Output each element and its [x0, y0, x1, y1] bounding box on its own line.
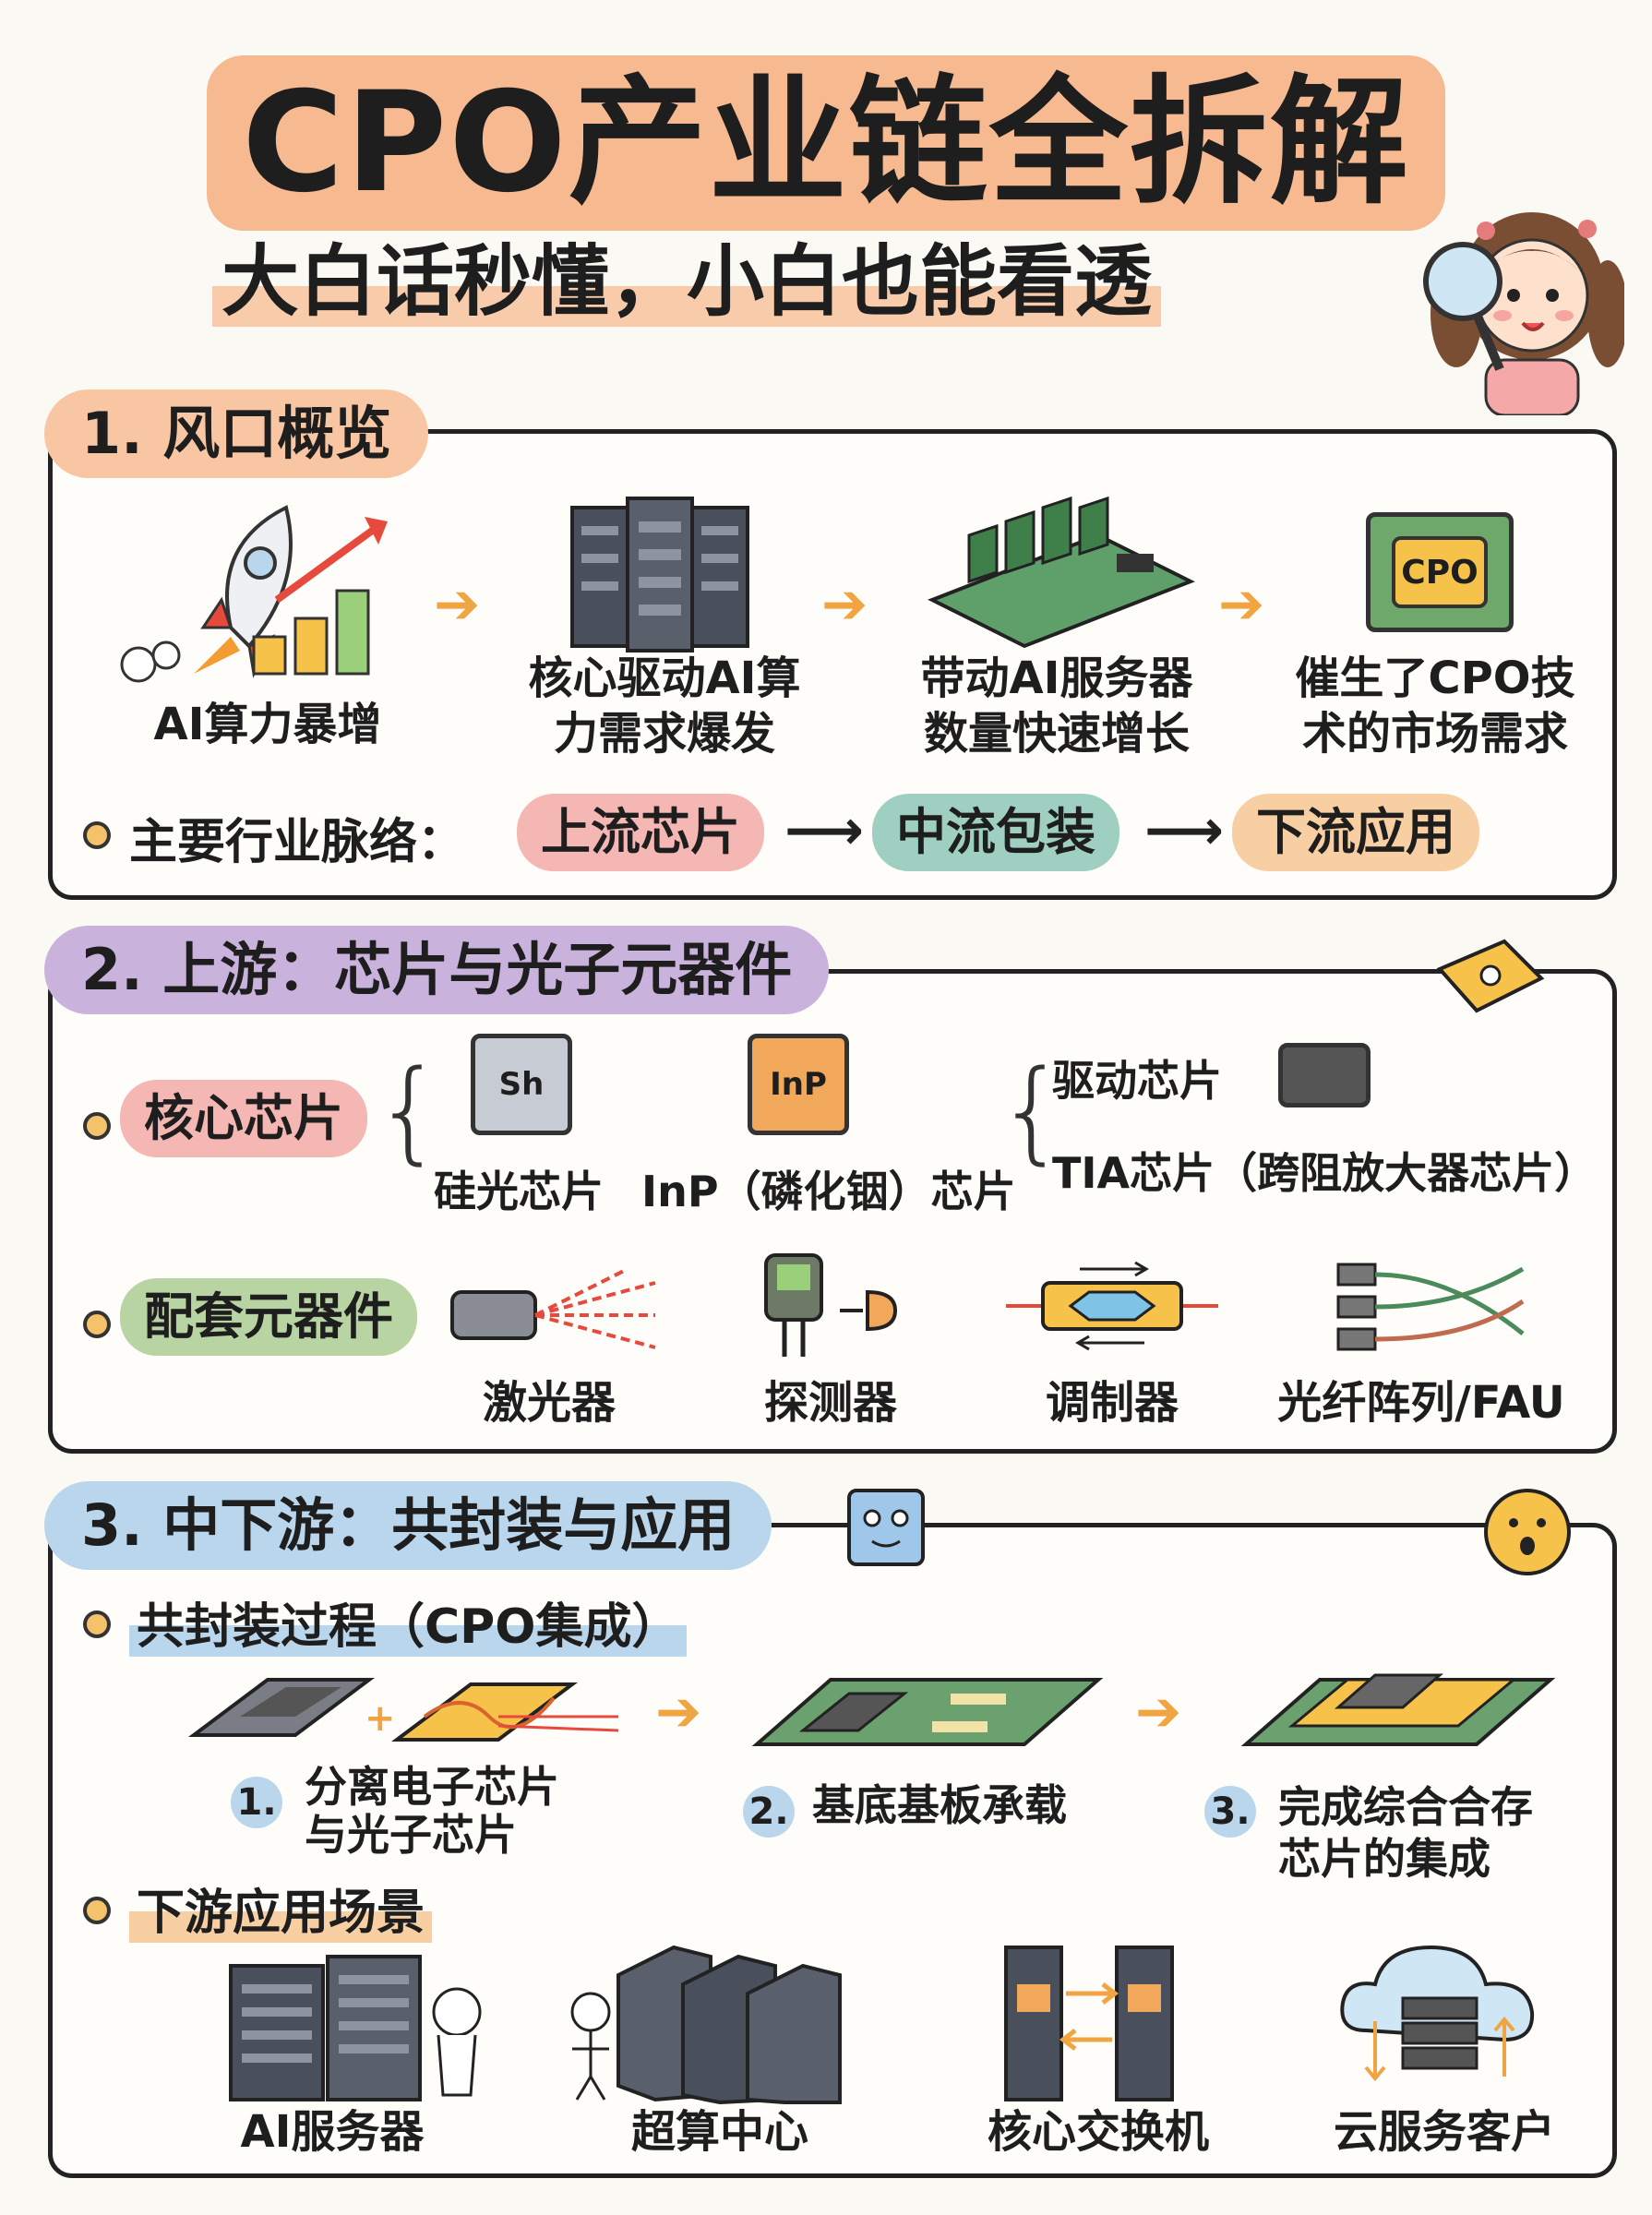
fiber-array-icon	[1336, 1263, 1525, 1351]
step-text: 核心驱动AI算	[528, 653, 801, 704]
step-label: 催生了CPO技 术的市场需求	[1278, 651, 1592, 761]
support-item-label: 调制器	[1045, 1377, 1179, 1429]
step-text: 催生了CPO技	[1295, 653, 1575, 704]
support-item-label: 光纤阵列/FAU	[1277, 1377, 1565, 1429]
step-label: 核心驱动AI算 力需求爆发	[503, 651, 826, 761]
svg-text:+: +	[365, 1697, 396, 1740]
bullet-dot-icon	[83, 1610, 111, 1638]
supercomputer-icon	[570, 1945, 842, 2104]
support-label: 配套元器件	[120, 1278, 417, 1356]
cpo-chip-icon: CPO	[1366, 512, 1514, 632]
arrow-right-icon: ➔	[655, 1680, 702, 1744]
process-label: 共封装过程（CPO集成）	[129, 1587, 688, 1657]
detector-icon	[764, 1253, 898, 1357]
arrow-right-icon: ➔	[1135, 1680, 1182, 1744]
bullet-dot-icon	[83, 1897, 111, 1924]
surprised-face-icon	[1484, 1489, 1571, 1575]
modulator-icon	[1006, 1261, 1218, 1351]
side-item-label: TIA芯片（跨阻放大器芯片）	[1052, 1148, 1598, 1198]
step-text: 数量快速增长	[923, 708, 1190, 760]
arrow-right-icon: ⟶	[784, 798, 865, 863]
process-step-line: 芯片的集成	[1278, 1834, 1490, 1884]
app-label: 超算中心	[630, 2106, 808, 2158]
chip-mascot-icon	[847, 1489, 925, 1566]
arrow-right-icon: ➔	[821, 572, 868, 637]
side-item-label: 驱动芯片	[1052, 1056, 1222, 1106]
section3-title: 3. 中下游：共封装与应用	[44, 1481, 772, 1570]
page-title: CPO产业链全拆解	[207, 55, 1445, 231]
process-step-text: 分离电子芯片 与光子芯片	[305, 1763, 559, 1859]
substrate-icon	[751, 1678, 1104, 1746]
chain-midstream: 中流包装	[872, 794, 1119, 871]
section2-title: 2. 上游：芯片与光子元器件	[44, 926, 830, 1014]
step-number-badge: 3.	[1204, 1786, 1256, 1838]
chain-label: 主要行业脉络：	[129, 815, 466, 870]
apps-label: 下游应用场景	[129, 1874, 433, 1943]
driver-chip-icon	[1278, 1043, 1371, 1108]
app-label: 核心交换机	[987, 2106, 1209, 2158]
step-text: 力需求爆发	[553, 708, 775, 760]
laser-icon	[450, 1267, 656, 1349]
bullet-dot-icon	[83, 1112, 111, 1140]
page-title-wrap: CPO产业链全拆解	[0, 55, 1652, 231]
inp-chip-icon: InP	[748, 1034, 849, 1135]
app-label: AI服务器	[240, 2106, 425, 2158]
core-chip-label: 核心芯片	[120, 1080, 367, 1157]
app-label: 云服务客户	[1333, 2106, 1555, 2158]
separate-chips-icon: +	[188, 1678, 619, 1742]
step-label: AI算力暴增	[120, 697, 415, 752]
cpo-chip-label: CPO	[1392, 536, 1488, 608]
section1-title: 1. 风口概览	[44, 389, 429, 478]
process-step-line: 分离电子芯片	[305, 1762, 559, 1812]
process-step-text: 完成综合合存 芯片的集成	[1278, 1781, 1533, 1885]
server-rack-icon	[570, 497, 749, 653]
optical-module-icon	[1436, 939, 1545, 1013]
integrated-cpo-icon	[1240, 1673, 1556, 1746]
page-subtitle: 大白话秒懂，小白也能看透	[212, 231, 1162, 332]
girl-magnifier-icon	[1423, 212, 1624, 415]
chain-downstream: 下流应用	[1232, 794, 1479, 871]
step-text: 带动AI服务器	[920, 653, 1193, 704]
process-step-line: 完成综合合存	[1278, 1782, 1533, 1832]
arrow-right-icon: ➔	[1218, 572, 1265, 637]
brace-icon: {	[997, 1048, 1068, 1176]
support-item-label: 激光器	[482, 1377, 616, 1429]
silicon-photonic-chip-icon: Sh	[471, 1034, 572, 1135]
core-item-label: InP（磷化铟）芯片	[641, 1167, 1016, 1216]
server-board-icon	[928, 496, 1195, 649]
step-text: 术的市场需求	[1301, 708, 1568, 760]
step-number-badge: 2.	[743, 1786, 795, 1838]
step-label: 带动AI服务器 数量快速增长	[900, 651, 1214, 761]
rocket-growth-icon	[120, 505, 388, 683]
core-item-label: 硅光芯片	[434, 1167, 604, 1216]
ai-server-icon	[229, 1955, 482, 2101]
chain-upstream: 上流芯片	[517, 794, 764, 871]
bullet-dot-icon	[83, 1311, 111, 1338]
step-number-badge: 1.	[231, 1777, 282, 1828]
subtitle-text: 大白话秒懂，小白也能看透	[212, 236, 1162, 327]
process-step-text: 基底基板承载	[812, 1780, 1067, 1830]
arrow-right-icon: ➔	[434, 572, 481, 637]
process-step-line: 与光子芯片	[305, 1810, 517, 1860]
step-text: AI算力暴增	[153, 699, 382, 750]
core-switch-icon	[1004, 1946, 1174, 2101]
arrow-right-icon: ⟶	[1144, 798, 1225, 863]
cloud-service-icon	[1340, 1945, 1535, 2082]
support-item-label: 探测器	[763, 1377, 897, 1429]
bullet-dot-icon	[83, 821, 111, 849]
brace-icon: {	[374, 1048, 445, 1176]
